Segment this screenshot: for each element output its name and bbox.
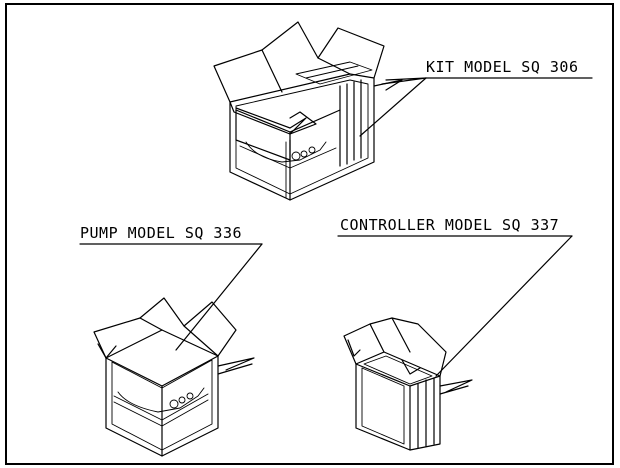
controller-model-label: CONTROLLER MODEL SQ 337 xyxy=(340,216,559,234)
kit-model-label: KIT MODEL SQ 306 xyxy=(426,58,579,76)
controller-box xyxy=(343,317,473,451)
pump-model-label: PUMP MODEL SQ 336 xyxy=(80,224,242,242)
kit-box xyxy=(213,21,403,201)
controller-callout: CONTROLLER MODEL SQ 337 xyxy=(337,216,573,377)
pump-box xyxy=(93,297,255,457)
pump-callout: PUMP MODEL SQ 336 xyxy=(79,224,263,351)
kit-callout: KIT MODEL SQ 306 xyxy=(359,58,593,137)
drawing-border xyxy=(5,3,614,465)
